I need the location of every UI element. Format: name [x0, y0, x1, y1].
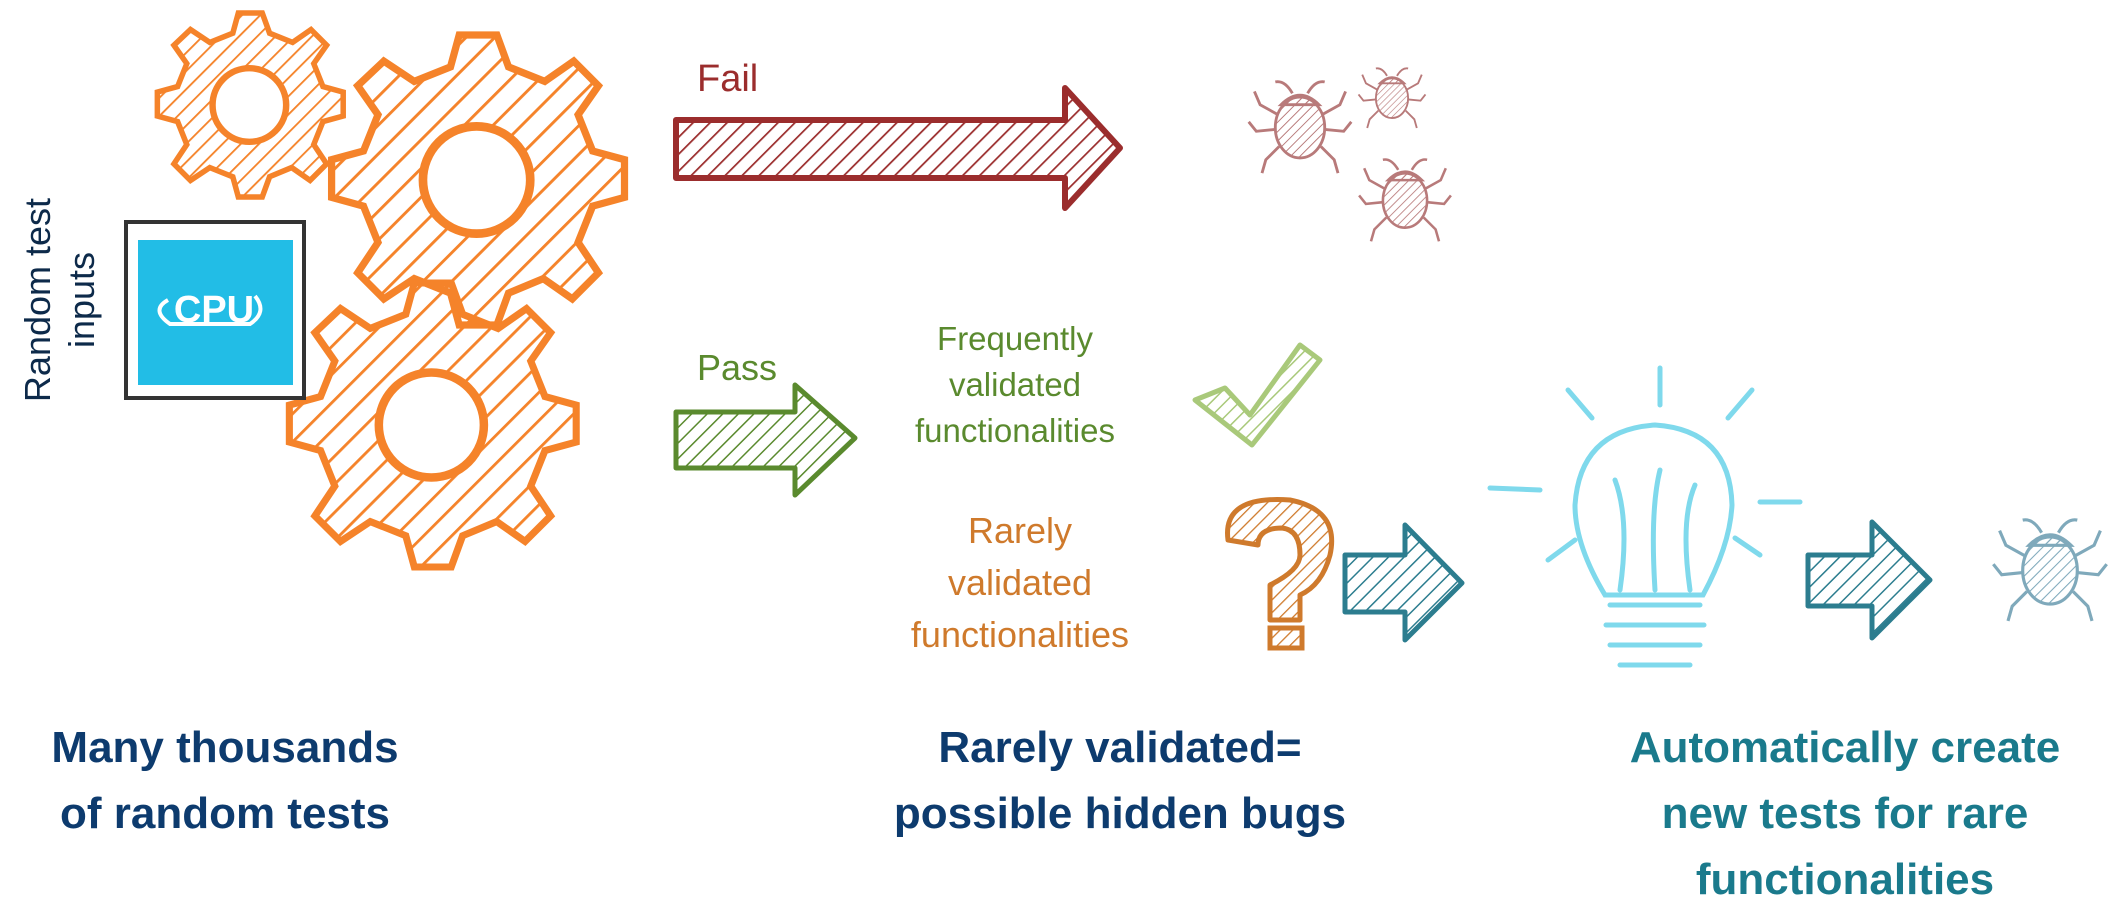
frequent-line1: Frequently [937, 320, 1093, 357]
random-inputs-label: Random test inputs [16, 180, 104, 420]
gear-icon [332, 35, 625, 325]
rare-line1: Rarely [967, 510, 1073, 551]
random-inputs-line2: inputs [61, 251, 102, 349]
pass-label: Pass [697, 347, 778, 388]
frequent-line3: functionalities [915, 412, 1115, 449]
question-icon [1225, 497, 1335, 651]
bug-icon [1357, 158, 1453, 243]
caption-middle-line1: Rarely validated= [938, 723, 1302, 772]
rare-label: Rarely validated functionalities [880, 505, 1160, 661]
caption-left: Many thousands of random tests [20, 715, 430, 847]
caption-left-line1: Many thousands [51, 723, 399, 772]
pass-arrow-icon [673, 382, 858, 498]
gear-icon [157, 13, 343, 197]
frequent-line2: validated [948, 366, 1082, 403]
fail-label: Fail [697, 58, 759, 100]
caption-middle: Rarely validated= possible hidden bugs [880, 715, 1360, 847]
check-icon [1192, 342, 1323, 448]
rare-line2: validated [947, 562, 1093, 603]
caption-right-line1: Automatically create [1629, 723, 2061, 772]
caption-right-line2: new tests for rare [1661, 789, 2029, 838]
new-tests-arrow-icon [1805, 519, 1933, 641]
frequent-label: Frequently validated functionalities [880, 316, 1150, 454]
caption-right-line3: functionalities [1695, 855, 1995, 904]
rare-line3: functionalities [910, 614, 1130, 655]
random-inputs-line1: Random test [17, 197, 58, 403]
caption-middle-line2: possible hidden bugs [893, 789, 1347, 838]
lightbulb-icon [1487, 365, 1803, 668]
cpu-chip-icon: CPU [124, 220, 306, 400]
bug-icon [1247, 80, 1353, 175]
caption-left-line2: of random tests [59, 789, 391, 838]
gear-icon [289, 283, 576, 567]
cpu-label: CPU [174, 289, 254, 331]
caption-right: Automatically create new tests for rare … [1590, 715, 2100, 913]
rare-arrow-icon [1342, 522, 1465, 643]
question-text: ? [1252, 520, 1263, 540]
bug-icon [1991, 518, 2109, 623]
fail-arrow-icon [673, 85, 1123, 211]
bug-icon [1357, 67, 1427, 129]
